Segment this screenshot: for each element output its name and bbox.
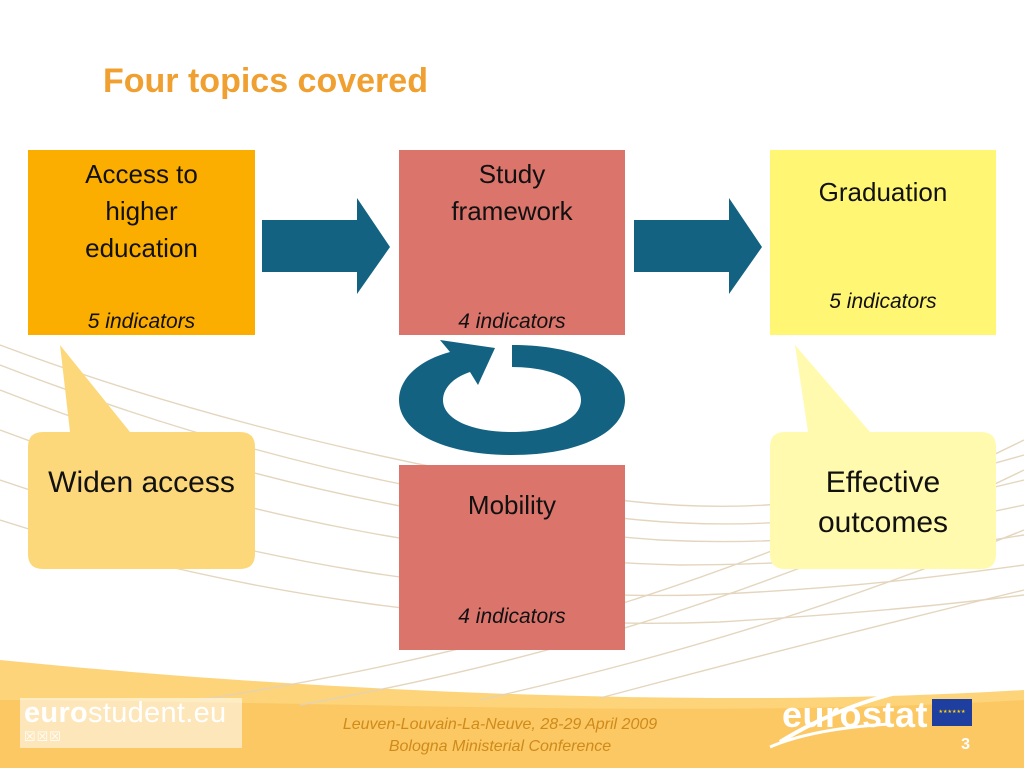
topic-indicators: 4 indicators	[458, 310, 566, 333]
topic-label: Study framework	[451, 159, 573, 226]
cycle-arrow-icon	[399, 340, 625, 455]
topic-indicators: 5 indicators	[87, 310, 196, 333]
topic-box-access: Access to higher education 5 indicators	[28, 150, 255, 335]
page-number: 3	[961, 736, 970, 753]
topic-box-mobility: Mobility 4 indicators	[399, 465, 625, 650]
topic-label: Mobility	[467, 490, 557, 520]
right-arrow-icon	[262, 198, 390, 294]
topic-label: Graduation	[818, 177, 948, 207]
eu-flag-icon	[932, 699, 972, 726]
topic-label: Access to higher education	[85, 159, 198, 263]
footer-line-2: Bologna Ministerial Conference	[388, 738, 612, 755]
eurostudent-logo-text: eurostudent.eu	[24, 697, 227, 729]
eurostat-swoosh-icon	[769, 684, 936, 749]
eurostudent-logo	[20, 698, 242, 748]
eu-flag-stars-icon: ★★★★★★	[938, 709, 966, 715]
eurostudent-stars-icon: ☒☒☒	[24, 729, 62, 744]
callout-effective-outcomes-shape	[770, 345, 996, 569]
topic-box-study-framework: Study framework 4 indicators	[399, 150, 625, 335]
callout-effective-outcomes: Effective outcomes	[817, 466, 949, 539]
footer-line-1: Leuven-Louvain-La-Neuve, 28-29 April 200…	[342, 716, 658, 733]
topic-indicators: 5 indicators	[829, 290, 937, 313]
topic-indicators: 4 indicators	[458, 605, 566, 628]
callout-widen-access-shape	[28, 345, 255, 569]
right-arrow-icon	[634, 198, 762, 294]
topic-box-graduation: Graduation 5 indicators	[770, 150, 996, 335]
callout-widen-access: Widen access	[48, 466, 235, 499]
eurostat-logo-text: eurostat	[782, 694, 929, 735]
footer-conference: Leuven-Louvain-La-Neuve, 28-29 April 200…	[250, 714, 750, 758]
page-title: Four topics covered	[103, 62, 428, 100]
